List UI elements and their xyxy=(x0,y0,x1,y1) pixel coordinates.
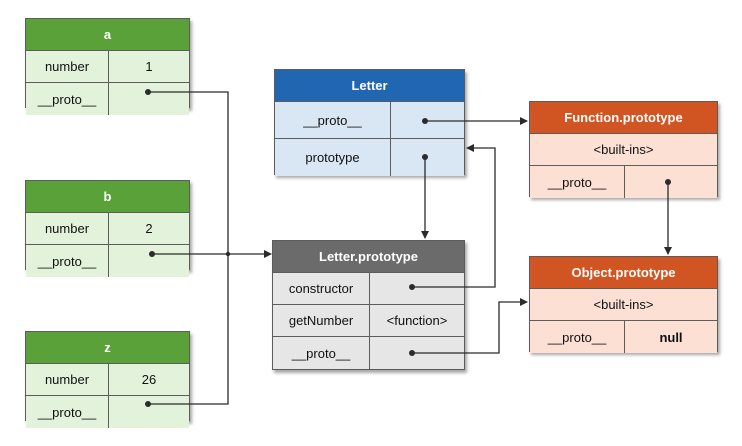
letter-constructor: Letter __proto__ prototype xyxy=(274,69,465,176)
getnumber-value: <function> xyxy=(369,305,464,336)
object-prototype-proto-row: __proto__ null xyxy=(530,321,717,353)
constructor-pointer xyxy=(369,273,464,304)
wire-a-proto xyxy=(148,91,229,253)
function-prototype-builtins-row: <built-ins> xyxy=(530,134,717,166)
dot-constructor xyxy=(409,284,415,290)
dot-letter-prototype-proto xyxy=(409,350,415,356)
letter-prototype-object: Letter.prototype constructor getNumber <… xyxy=(272,240,465,370)
dot-letter-prototype xyxy=(422,154,428,160)
letter-proto-key: __proto__ xyxy=(275,102,390,138)
object-b-title: b xyxy=(26,181,189,213)
letter-prototype-proto-key: __proto__ xyxy=(273,337,369,369)
wire-letter-prototype-proto xyxy=(412,298,528,354)
object-b: b number 2 __proto__ xyxy=(25,180,190,277)
letter-title: Letter xyxy=(275,70,464,102)
object-a: a number 1 __proto__ xyxy=(25,18,190,115)
object-b-number-value: 2 xyxy=(108,213,189,244)
letter-prototype-key: prototype xyxy=(275,139,390,176)
object-z: z number 26 __proto__ xyxy=(25,331,190,428)
object-b-number-row: number 2 xyxy=(26,213,189,245)
dot-z-proto xyxy=(145,401,151,407)
object-z-number-key: number xyxy=(26,364,108,395)
object-b-proto-pointer xyxy=(108,245,189,277)
object-a-proto-row: __proto__ xyxy=(26,83,189,115)
object-prototype-title: Object.prototype xyxy=(530,257,717,289)
wire-z-proto xyxy=(148,253,229,405)
getnumber-key: getNumber xyxy=(273,305,369,336)
dot-b-proto xyxy=(149,251,155,257)
letter-prototype-title: Letter.prototype xyxy=(273,241,464,273)
object-b-number-key: number xyxy=(26,213,108,244)
object-prototype-builtins: <built-ins> xyxy=(530,289,717,320)
object-z-number-value: 26 xyxy=(108,364,189,395)
dot-function-prototype-proto xyxy=(665,179,671,185)
object-a-proto-key: __proto__ xyxy=(26,83,108,115)
object-prototype-object: Object.prototype <built-ins> __proto__ n… xyxy=(529,256,718,353)
object-prototype-proto-null: null xyxy=(624,321,717,353)
junction-dot xyxy=(225,251,231,257)
object-a-number-row: number 1 xyxy=(26,51,189,83)
function-prototype-object: Function.prototype <built-ins> __proto__ xyxy=(529,101,718,198)
object-prototype-builtins-row: <built-ins> xyxy=(530,289,717,321)
object-z-title: z xyxy=(26,332,189,364)
dot-a-proto xyxy=(145,89,151,95)
object-b-proto-row: __proto__ xyxy=(26,245,189,277)
object-prototype-proto-key: __proto__ xyxy=(530,321,624,353)
constructor-key: constructor xyxy=(273,273,369,304)
function-prototype-builtins: <built-ins> xyxy=(530,134,717,165)
letter-prototype-row: prototype xyxy=(275,139,464,176)
object-a-number-value: 1 xyxy=(108,51,189,82)
dot-letter-proto xyxy=(422,118,428,124)
wire-constructor xyxy=(412,144,496,288)
object-a-title: a xyxy=(26,19,189,51)
object-b-proto-key: __proto__ xyxy=(26,245,108,277)
object-a-number-key: number xyxy=(26,51,108,82)
letter-prototype-constructor-row: constructor xyxy=(273,273,464,305)
object-z-number-row: number 26 xyxy=(26,364,189,396)
function-prototype-title: Function.prototype xyxy=(530,102,717,134)
letter-prototype-getnumber-row: getNumber <function> xyxy=(273,305,464,337)
object-a-proto-pointer xyxy=(108,83,189,115)
object-z-proto-key: __proto__ xyxy=(26,396,108,428)
function-prototype-proto-key: __proto__ xyxy=(530,166,624,198)
